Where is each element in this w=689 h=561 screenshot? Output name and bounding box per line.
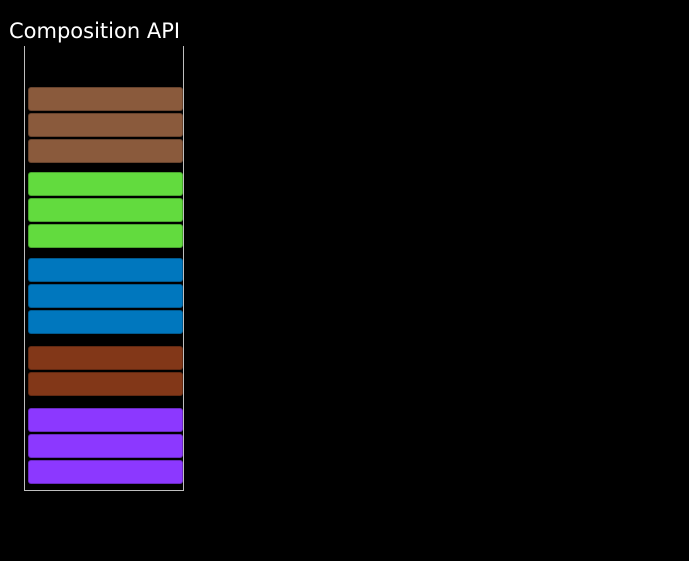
stack-block-group-2 — [28, 224, 183, 248]
stack-block-group-3 — [28, 284, 183, 308]
stack-block-group-2 — [28, 198, 183, 222]
stack-block-group-2 — [28, 172, 183, 196]
stack-block-group-4 — [28, 346, 183, 370]
stack-block-group-1 — [28, 87, 183, 111]
page-title: Composition API — [9, 19, 181, 43]
stack-block-group-4 — [28, 372, 183, 396]
stack-block-group-1 — [28, 113, 183, 137]
stack-block-group-3 — [28, 258, 183, 282]
stack-panel — [24, 46, 184, 491]
stack-block-group-5 — [28, 434, 183, 458]
stack-block-group-3 — [28, 310, 183, 334]
stack-block-group-1 — [28, 139, 183, 163]
stack-block-group-5 — [28, 460, 183, 484]
stack-block-group-5 — [28, 408, 183, 432]
